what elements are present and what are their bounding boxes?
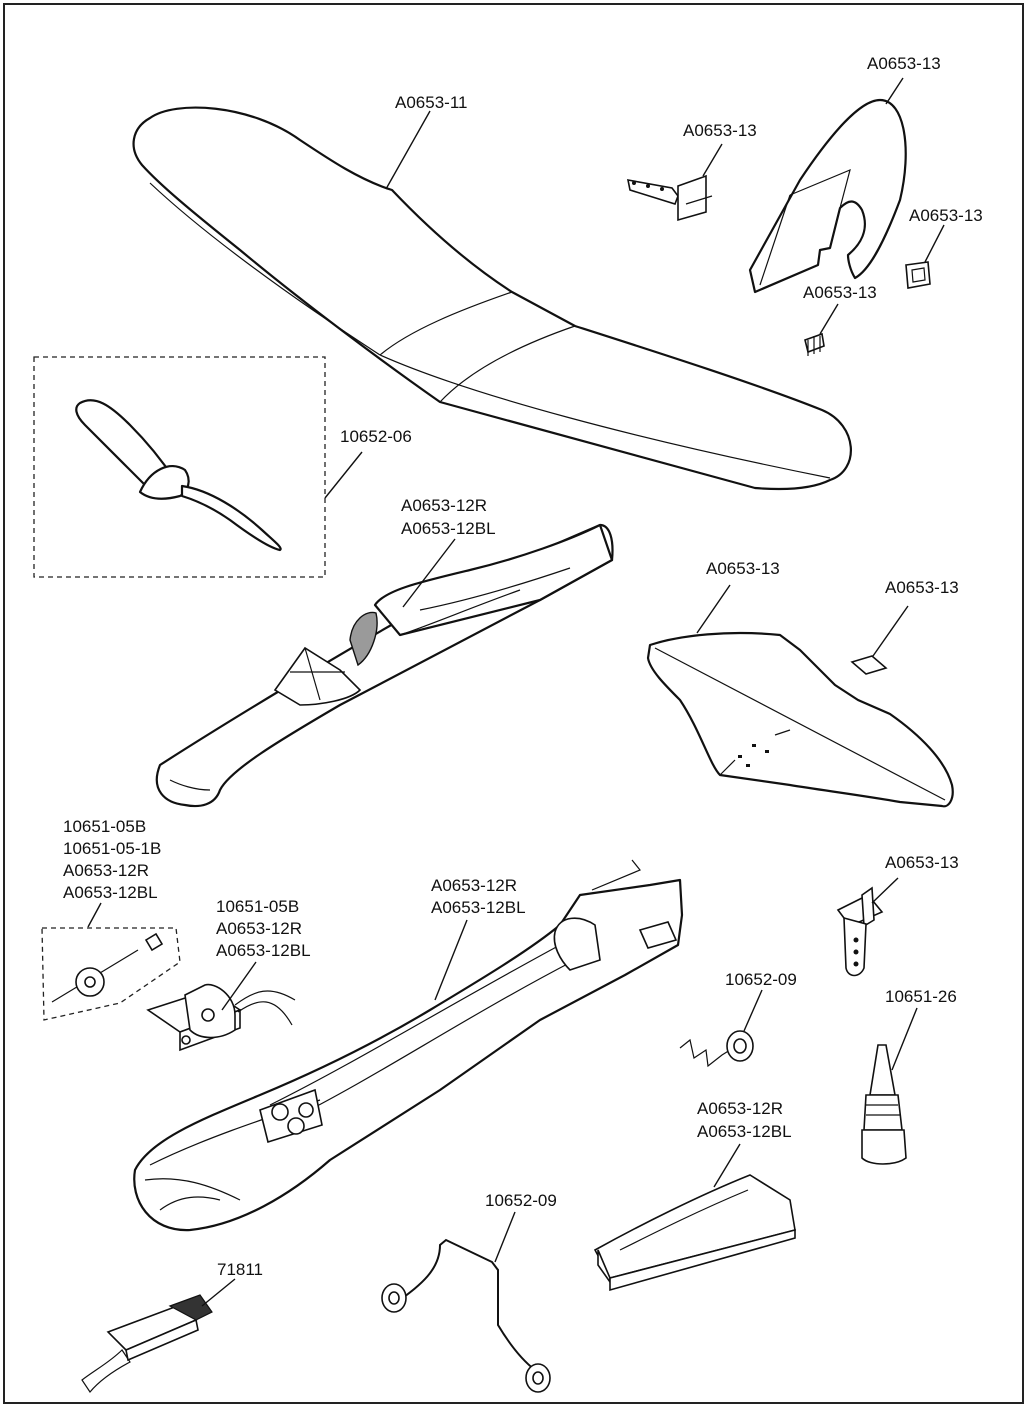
gear-set bbox=[51, 932, 164, 1003]
tail-wheel-part-number: 10652-09 bbox=[725, 970, 797, 989]
rudder-part-number: A0653-13 bbox=[867, 54, 941, 73]
landing-gear-part-number: 10652-09 bbox=[485, 1191, 557, 1210]
gear-set-part-number-3: A0653-12R bbox=[63, 861, 149, 880]
stabilizer-mount bbox=[850, 655, 888, 675]
rudder bbox=[748, 98, 907, 294]
horizontal-stabilizer bbox=[646, 631, 954, 808]
hinge-plate bbox=[905, 261, 931, 289]
rudder-horn-part-number: A0653-13 bbox=[683, 121, 757, 140]
wing-part-number: A0653-11 bbox=[395, 93, 467, 112]
hinge-clip-part-number: A0653-13 bbox=[803, 283, 877, 302]
lower-fuselage bbox=[133, 859, 684, 1232]
main-wing bbox=[132, 106, 852, 491]
upper-fuselage-part-number-1: A0653-12R bbox=[401, 496, 487, 515]
gear-set-part-number-4: A0653-12BL bbox=[63, 883, 158, 902]
stabilizer-part-number: A0653-13 bbox=[706, 559, 780, 578]
battery-cover-part-number-1: A0653-12R bbox=[697, 1099, 783, 1118]
hinge-plate-part-number: A0653-13 bbox=[909, 206, 983, 225]
propeller-part-number: 10652-06 bbox=[340, 427, 412, 446]
elevator-horn-part-number: A0653-13 bbox=[885, 853, 959, 872]
upper-fuselage bbox=[155, 523, 614, 808]
glue-bottle bbox=[861, 1044, 907, 1165]
battery-cover-part-number-2: A0653-12BL bbox=[697, 1122, 792, 1141]
lower-fuselage-part-number-2: A0653-12BL bbox=[431, 898, 526, 917]
motor-unit-part-number-2: A0653-12R bbox=[216, 919, 302, 938]
motor-unit bbox=[146, 983, 296, 1052]
motor-unit-part-number-1: 10651-05B bbox=[216, 897, 299, 916]
receiver-part-number: 71811 bbox=[217, 1260, 263, 1279]
upper-fuselage-part-number-2: A0653-12BL bbox=[401, 519, 496, 538]
rudder-horn bbox=[626, 174, 713, 222]
elevator-horn bbox=[836, 886, 884, 977]
gear-set-part-number-2: 10651-05-1B bbox=[63, 839, 161, 858]
motor-unit-part-number-3: A0653-12BL bbox=[216, 941, 311, 960]
gear-set-part-number-1: 10651-05B bbox=[63, 817, 146, 836]
landing-gear bbox=[381, 1238, 551, 1393]
gear-set-box bbox=[41, 927, 181, 1021]
receiver bbox=[81, 1294, 213, 1394]
lower-fuselage-part-number-1: A0653-12R bbox=[431, 876, 517, 895]
glue-part-number: 10651-26 bbox=[885, 987, 957, 1006]
propeller-box bbox=[33, 356, 326, 578]
tail-wheel bbox=[679, 1030, 754, 1068]
diagram-frame bbox=[3, 3, 1024, 1404]
hinge-clip bbox=[804, 332, 825, 356]
stabilizer-mount-part-number: A0653-13 bbox=[885, 578, 959, 597]
battery-cover bbox=[593, 1174, 796, 1292]
propeller bbox=[75, 399, 282, 552]
